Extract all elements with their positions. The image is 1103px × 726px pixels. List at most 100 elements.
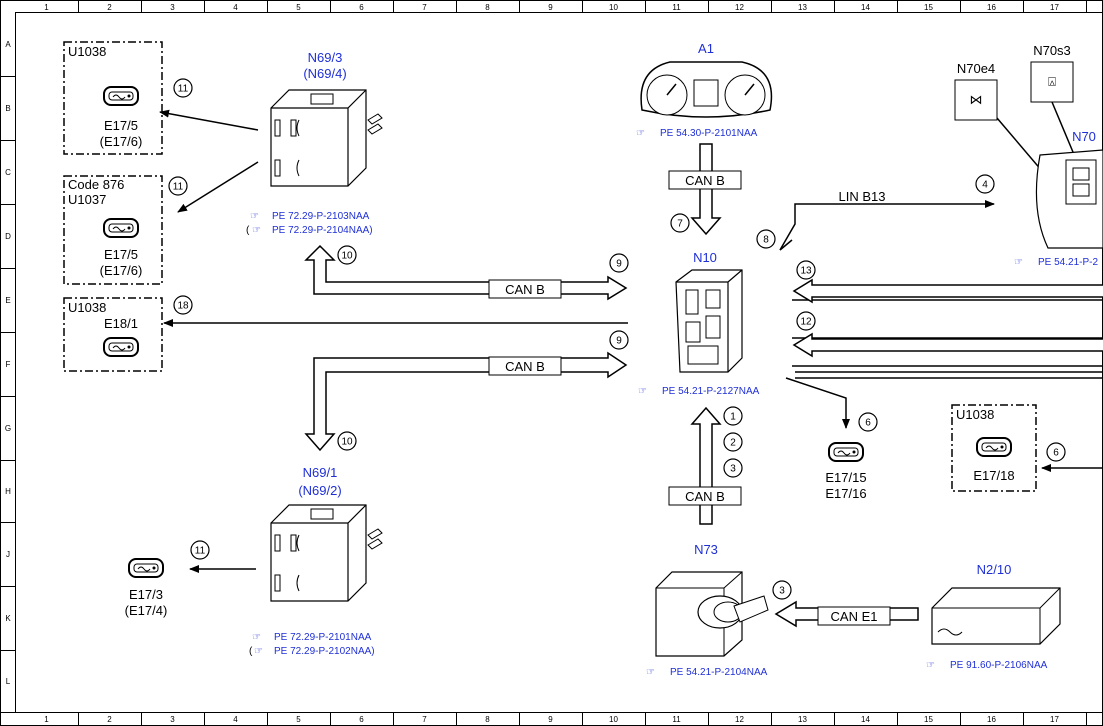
n69-3-module: N69/3 (N69/4) ☞ PE 72.29-P-2103NAA ( ☞ P… (246, 50, 383, 236)
grid-col-label: 9 (548, 3, 553, 12)
lamp-label: E17/15 (825, 470, 866, 485)
circled-number-text: 3 (779, 586, 785, 597)
box-u1038-e17-18: U1038 E17/18 (951, 404, 1037, 492)
n2-10-module: N2/10 ☞ PE 91.60-P-2106NAA (926, 562, 1061, 671)
grid-col-label: 12 (735, 715, 744, 724)
lamp-icon (128, 558, 164, 578)
lamp-icon (976, 437, 1012, 457)
grid-col-label: 15 (924, 3, 933, 12)
grid-col-label: 14 (861, 715, 870, 724)
grid-row-label: E (5, 296, 10, 305)
lamp-label: E17/5 (104, 247, 138, 262)
circled-number-text: 11 (195, 546, 206, 557)
component-label: N69/1 (303, 465, 338, 480)
ref-link[interactable]: PE 72.29-P-2101NAA (274, 632, 372, 643)
grid-col-label: 13 (798, 3, 807, 12)
circled-number-text: 6 (1053, 448, 1059, 459)
ref-icon: ☞ (252, 632, 261, 643)
can-bus-lines (304, 143, 919, 628)
grid-col-label: 4 (233, 715, 238, 724)
lamp-icon (103, 218, 139, 238)
box-u1038-top: U1038 E17/5 (E17/6) (63, 41, 163, 155)
circled-number-text: 8 (763, 235, 769, 246)
circled-number-text: 7 (677, 219, 683, 230)
lin-b13-label: LIN B13 (839, 189, 886, 204)
circled-number-text: 12 (800, 317, 812, 328)
circled-number: 18 (173, 295, 193, 315)
ref-link[interactable]: PE 54.21-P-2104NAA (670, 667, 768, 678)
component-label-alt: (N69/2) (298, 483, 341, 498)
lamp-label-alt: (E17/4) (125, 603, 168, 618)
can-e1-label: CAN E1 (831, 609, 878, 624)
lamp-icon (103, 337, 139, 357)
can-b-label: CAN B (505, 359, 545, 374)
grid-col-label: 13 (798, 715, 807, 724)
grid-col-label: 9 (548, 715, 553, 724)
grid-row-label: H (5, 487, 11, 496)
grid-col-label: 16 (987, 3, 996, 12)
box-title: U1038 (956, 407, 994, 422)
ref-icon: ☞ (254, 646, 263, 657)
ref-link[interactable]: PE 72.29-P-2102NAA) (274, 646, 375, 657)
thick-arrows-right (792, 278, 1103, 358)
n73-ignition-switch: N73 ☞ PE 54.21-P-2104NAA (646, 542, 769, 678)
circled-number: 9 (609, 253, 629, 273)
circled-number-text: 10 (341, 437, 353, 448)
grid-col-label: 1 (44, 715, 49, 724)
grid-col-label: 16 (987, 715, 996, 724)
bus-labels: CAN B CAN B CAN B CAN B CAN E1 LIN B13 (488, 170, 891, 626)
circled-number-text: 3 (730, 464, 736, 475)
lamp-icon (828, 442, 864, 462)
ref-icon: ☞ (250, 211, 259, 222)
circled-number: 2 (723, 432, 743, 452)
circled-number: 11 (190, 540, 210, 560)
component-label: N69/3 (308, 50, 343, 65)
switch-symbol-icon: ⍓ (1048, 74, 1056, 89)
lamp-label-alt: E17/16 (825, 486, 866, 501)
grid-col-label: 8 (485, 3, 490, 12)
module-icon (270, 89, 383, 187)
box-title: U1038 (68, 300, 106, 315)
component-label: A1 (698, 41, 714, 56)
circled-number: 1 (723, 406, 743, 426)
component-label: N10 (693, 250, 717, 265)
ref-icon: ☞ (646, 667, 655, 678)
component-label: N70e4 (957, 61, 995, 76)
grid-col-label: 5 (296, 3, 301, 12)
lamp-label: E17/3 (129, 587, 163, 602)
circled-number-text: 2 (730, 438, 736, 449)
ref-paren: ( (249, 646, 253, 657)
ref-link[interactable]: PE 54.21-P-2127NAA (662, 386, 760, 397)
circled-number-text: 6 (865, 418, 871, 429)
grid-col-label: 17 (1050, 715, 1059, 724)
ref-link[interactable]: PE 72.29-P-2103NAA (272, 211, 370, 222)
ref-link[interactable]: PE 72.29-P-2104NAA) (272, 225, 373, 236)
circled-number: 9 (609, 330, 629, 350)
circled-number: 6 (1046, 442, 1066, 462)
grid-col-label: 4 (233, 3, 238, 12)
ref-link[interactable]: PE 91.60-P-2106NAA (950, 660, 1048, 671)
ref-icon: ☞ (926, 660, 935, 671)
circled-number-text: 13 (800, 266, 812, 277)
circled-number: 10 (337, 245, 357, 265)
circled-number-text: 4 (982, 180, 988, 191)
ref-link[interactable]: PE 54.21-P-2 (1038, 257, 1098, 268)
box-title: Code 876 (68, 177, 124, 192)
module-icon (270, 504, 383, 602)
lamp-label: E17/18 (973, 468, 1014, 483)
ref-icon: ☞ (252, 225, 261, 236)
box-title: U1038 (68, 44, 106, 59)
grid-col-label: 3 (170, 3, 175, 12)
ref-icon: ☞ (636, 128, 645, 139)
grid-col-label: 17 (1050, 3, 1059, 12)
grid-col-label: 12 (735, 3, 744, 12)
grid-col-label: 2 (107, 3, 112, 12)
circled-number-text: 18 (177, 301, 189, 312)
grid-col-label: 8 (485, 715, 490, 724)
circled-number-text: 10 (341, 251, 353, 262)
circled-number: 3 (723, 458, 743, 478)
ref-link[interactable]: PE 54.30-P-2101NAA (660, 128, 758, 139)
lamp-icon (103, 86, 139, 106)
